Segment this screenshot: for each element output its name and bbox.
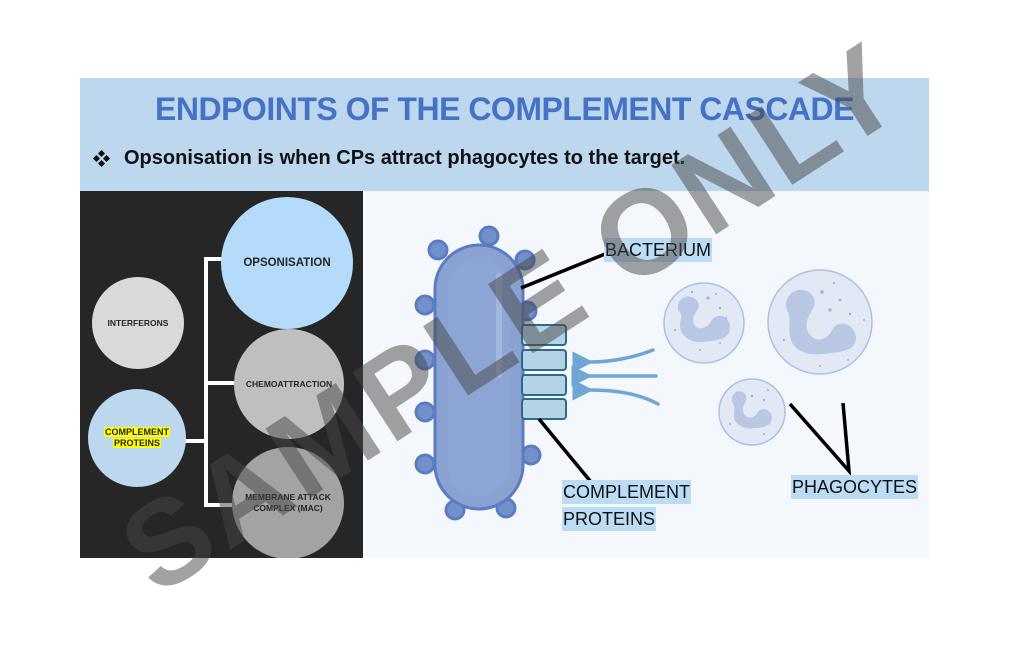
label-complement-proteins: COMPLEMENT PROTEINS bbox=[562, 479, 692, 533]
bullet-point: Opsonisation is when CPs attract phagocy… bbox=[92, 147, 686, 170]
leader-line-bacterium bbox=[520, 252, 606, 290]
node-interferons-label: INTERFERONS bbox=[107, 317, 169, 328]
slide: ENDPOINTS OF THE COMPLEMENT CASCADE Opso… bbox=[80, 78, 929, 558]
bacterium-bump bbox=[514, 249, 536, 271]
bacterium-bump bbox=[520, 444, 542, 466]
arrow-icon bbox=[572, 348, 655, 373]
bacterium bbox=[433, 243, 525, 511]
connector-to-opsonisation bbox=[204, 257, 224, 261]
node-mac-label-line1: MEMBRANE ATTACK bbox=[245, 492, 331, 503]
node-interferons: INTERFERONS bbox=[92, 277, 184, 369]
bacterium-bump bbox=[414, 294, 436, 316]
leader-lines bbox=[520, 252, 852, 484]
illustration-svg bbox=[414, 225, 873, 521]
node-opsonisation-label: OPSONISATION bbox=[243, 256, 331, 269]
bacterium-bump bbox=[414, 401, 436, 423]
leader-line-phagocytes bbox=[788, 402, 852, 477]
phagocyte bbox=[663, 282, 745, 364]
phagocyte bbox=[718, 378, 786, 446]
node-complement-proteins-label-line2: PROTEINS bbox=[112, 438, 161, 448]
bacterium-bump bbox=[414, 349, 436, 371]
complement-protein-block bbox=[521, 398, 567, 420]
node-mac-label-line2: COMPLEX (MAC) bbox=[253, 503, 323, 513]
node-mac: MEMBRANE ATTACK COMPLEX (MAC) bbox=[232, 447, 344, 558]
node-opsonisation: OPSONISATION bbox=[221, 197, 353, 329]
complement-protein-blocks bbox=[521, 324, 567, 420]
slide-title: ENDPOINTS OF THE COMPLEMENT CASCADE bbox=[155, 91, 854, 127]
node-chemoattraction-label: CHEMOATTRACTION bbox=[245, 378, 333, 389]
connector-from-complement-proteins bbox=[184, 439, 206, 443]
node-complement-proteins-label-line1: COMPLEMENT bbox=[104, 426, 170, 437]
complement-protein-block bbox=[521, 349, 567, 371]
arrow-icon bbox=[572, 379, 660, 406]
complement-protein-block bbox=[521, 374, 567, 396]
slide-header: ENDPOINTS OF THE COMPLEMENT CASCADE Opso… bbox=[80, 78, 929, 191]
label-complement-proteins-line1: COMPLEMENT bbox=[562, 480, 692, 504]
attraction-arrows bbox=[571, 348, 660, 406]
label-phagocytes: PHAGOCYTES bbox=[791, 475, 919, 499]
bacterium-bump bbox=[478, 225, 500, 247]
label-complement-proteins-line2: PROTEINS bbox=[562, 507, 657, 531]
hierarchy-panel: INTERFERONS COMPLEMENT PROTEINS OPSONISA… bbox=[80, 191, 363, 558]
bacterium-pili bbox=[414, 225, 542, 521]
connector-to-chemoattraction bbox=[204, 381, 234, 385]
bacterium-bump bbox=[414, 453, 436, 475]
phagocyte bbox=[767, 269, 873, 375]
connector-to-mac bbox=[204, 503, 232, 507]
bacterium-bump bbox=[427, 239, 449, 261]
node-chemoattraction: CHEMOATTRACTION bbox=[234, 329, 344, 439]
leader-line-complement-proteins bbox=[537, 417, 593, 484]
label-bacterium: BACTERIUM bbox=[604, 238, 713, 262]
node-complement-proteins: COMPLEMENT PROTEINS bbox=[88, 389, 186, 487]
complement-protein-block bbox=[521, 324, 567, 346]
bullet-text: Opsonisation is when CPs attract phagocy… bbox=[124, 147, 686, 169]
